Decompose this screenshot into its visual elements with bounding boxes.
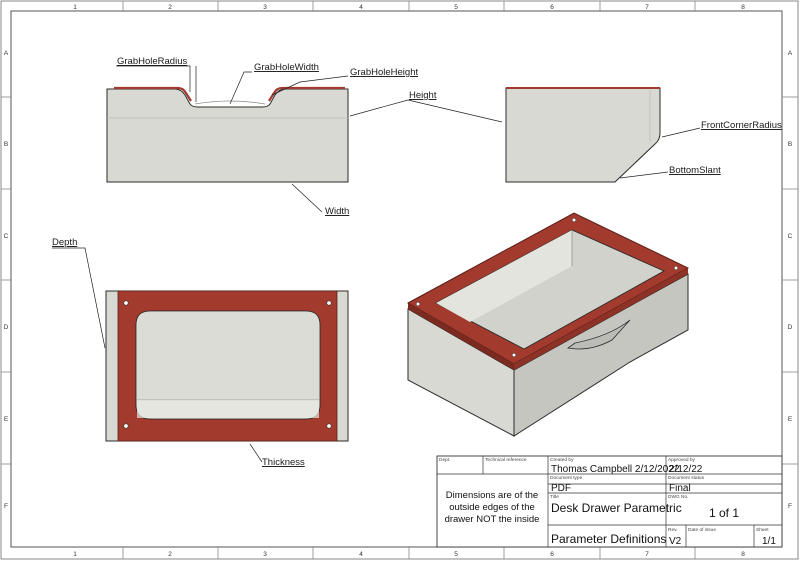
label-grab-hole-radius: GrabHoleRadius	[117, 56, 187, 67]
tb-doc-status-label: Document status	[668, 475, 705, 481]
zone-row-c-left: C	[4, 233, 9, 240]
tb-title-label: Title	[550, 494, 559, 500]
front-view-grab-curve	[194, 100, 266, 105]
zone-row-b-right: B	[788, 141, 792, 148]
zone-row-b-left: B	[4, 141, 8, 148]
zone-col-7-top: 7	[645, 4, 649, 11]
tb-rev: V2	[669, 536, 682, 547]
zone-col-4-top: 4	[359, 4, 363, 11]
iso-hole-4	[511, 352, 517, 358]
front-view	[106, 86, 349, 183]
top-view	[105, 290, 349, 442]
title-block-frame	[436, 455, 783, 548]
tb-note-line3: drawer NOT the inside	[445, 514, 540, 525]
iso-hole-1	[415, 301, 421, 307]
label-grab-hole-width: GrabHoleWidth	[254, 62, 319, 73]
label-thickness: Thickness	[262, 457, 305, 468]
zone-row-f-right: F	[788, 503, 792, 510]
zone-col-8-top: 8	[741, 4, 745, 11]
zone-row-e-right: E	[788, 416, 793, 423]
iso-inner-back-wall	[436, 230, 572, 322]
tb-dept-label: Dept.	[439, 457, 450, 463]
tb-dwg-no: 1 of 1	[709, 506, 739, 520]
tb-created-by: Thomas Campbell 2/12/2022	[551, 464, 680, 475]
zone-row-f-left: F	[4, 503, 8, 510]
inner-border	[10, 10, 783, 548]
tb-doc-status: Final	[669, 483, 691, 494]
tb-doc-type: PDF	[551, 483, 571, 494]
top-view-hole-bl	[123, 423, 129, 429]
tb-doc-type-label: Document type	[550, 475, 583, 481]
tb-sheet: 1/1	[762, 536, 776, 547]
tb-approved-by-label: Approved by	[668, 457, 696, 463]
front-view-body	[106, 88, 349, 183]
zone-col-2-bottom: 2	[168, 551, 172, 558]
label-bottom-slant: BottomSlant	[669, 165, 721, 176]
tb-tech-ref-label: Technical reference	[485, 457, 527, 463]
tb-note-line1: Dimensions are of the	[446, 490, 538, 501]
zone-col-2-top: 2	[168, 4, 172, 11]
zone-row-a-right: A	[788, 50, 793, 57]
top-view-hole-tr	[326, 300, 332, 306]
side-view	[505, 87, 661, 183]
zone-col-1-bottom: 1	[73, 551, 77, 558]
iso-rim-front-edge	[408, 303, 514, 370]
tb-rev-label: Rev.	[668, 527, 678, 533]
iso-hole-3	[673, 265, 679, 271]
iso-hole-2	[571, 217, 577, 223]
label-width: Width	[325, 206, 349, 217]
tb-title-line1: Desk Drawer Parametric	[551, 501, 682, 515]
top-view-grab-area	[137, 400, 319, 418]
leader-lines	[52, 65, 701, 463]
zone-row-d-left: D	[4, 324, 9, 331]
label-depth: Depth	[52, 237, 77, 248]
zone-row-c-right: C	[788, 233, 793, 240]
top-view-hole-tl	[123, 300, 129, 306]
zone-col-6-bottom: 6	[550, 551, 554, 558]
isometric-view	[406, 212, 690, 437]
tb-approved-by: 2/12/22	[669, 464, 703, 475]
zone-col-5-bottom: 5	[454, 551, 458, 558]
label-grab-hole-height: GrabHoleHeight	[350, 67, 418, 78]
zone-col-5-top: 5	[454, 4, 458, 11]
zone-col-3-bottom: 3	[263, 551, 267, 558]
tb-title-line2: Parameter Definitions	[551, 532, 666, 546]
top-view-hole-br	[326, 423, 332, 429]
zone-col-1-top: 1	[73, 4, 77, 11]
zone-col-3-top: 3	[263, 4, 267, 11]
zone-col-8-bottom: 8	[741, 551, 745, 558]
iso-rim-side-edge	[514, 268, 688, 370]
tb-dwg-no-label: DWG No.	[668, 494, 689, 500]
zone-row-e-left: E	[4, 416, 9, 423]
label-height: Height	[409, 90, 437, 101]
zone-row-d-right: D	[788, 324, 793, 331]
top-view-opening	[135, 310, 321, 420]
tb-note-line2: outside edges of the	[449, 502, 535, 513]
label-front-corner-radius: FrontCornerRadius	[701, 120, 782, 131]
zone-row-a-left: A	[4, 50, 9, 57]
zone-col-4-bottom: 4	[359, 551, 363, 558]
tb-date-label: Date of issue	[688, 527, 716, 533]
tb-sheet-label: Sheet	[756, 527, 769, 533]
zone-col-7-bottom: 7	[645, 551, 649, 558]
iso-grab-hole	[566, 319, 631, 350]
side-view-body	[505, 87, 661, 183]
tb-created-by-label: Created by	[550, 457, 574, 463]
title-block: Dept. Technical reference Created by Tho…	[436, 455, 783, 548]
zone-col-6-top: 6	[550, 4, 554, 11]
front-view-rim-edge	[114, 86, 345, 102]
